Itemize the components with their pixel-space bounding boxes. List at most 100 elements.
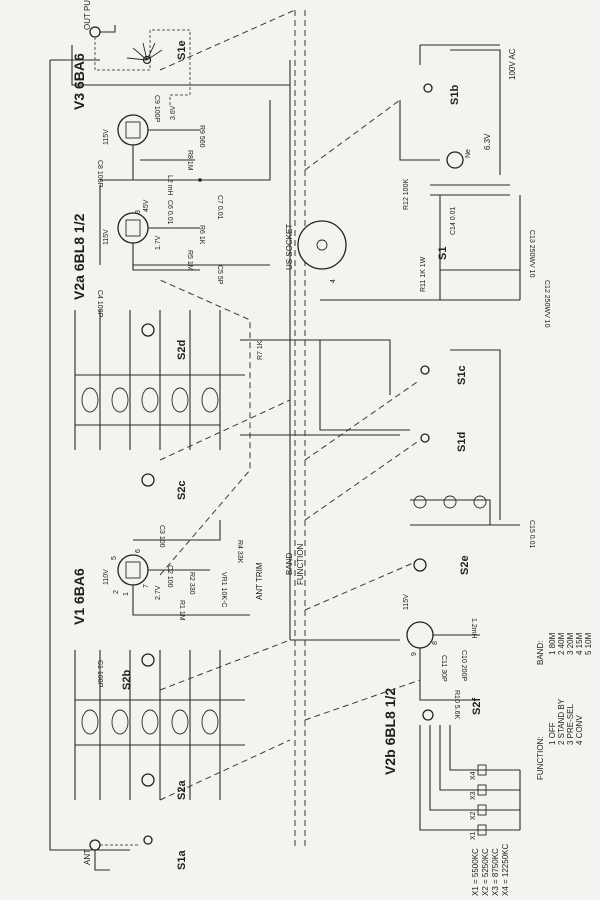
switch-s2f-label: S2f [471,698,483,715]
v2a-stage [99,185,270,271]
legend-function-item: 4 CONV [575,715,584,745]
tube-grid [125,219,141,237]
crystal-value-x4: X4 = 12250KC [501,844,510,896]
pin-3: 3 [135,210,142,214]
wire [100,100,271,181]
switch-s2c-rotor [141,473,155,487]
switch-s1b-label: S1b [449,85,461,105]
switch-s2e-rotor [413,558,427,572]
coil [201,709,219,735]
label-c8: C8 100P [96,160,103,188]
wire [100,25,116,33]
switch-s1d-label: S1d [456,432,468,452]
pin-9: 9 [411,652,418,656]
linkage-s1a [159,739,291,801]
wire [410,499,520,526]
tube-v3 [117,114,149,146]
legend-function-item: 1 OFF [548,722,557,745]
switch-s1a-rotor [143,835,153,845]
coil [111,387,129,413]
switch-s2d-rotor [141,323,155,337]
switch-s2b-rotor [141,653,155,667]
label-r10: R10 5.6K [453,690,460,720]
legend-band-item: 3 20M [566,632,575,655]
linkage-s2c [159,399,291,461]
pin-1: 1 [123,592,130,596]
label-c13: C13 250WV 10 [528,230,535,278]
antenna-section [89,835,153,871]
linkage-s2a [159,639,291,691]
wire [419,634,480,701]
crystal-tag-x2: X2 [470,811,477,820]
switch-s2d-label: S2d [176,340,188,360]
pin-8: 8 [432,641,439,645]
legend-function-title: FUNCTION: [536,736,545,780]
coil [141,387,159,413]
label-r9: R9 560 [198,125,205,148]
label-us-socket: US SOCKET [285,224,294,270]
label-r2: R2 330 [188,572,195,595]
label-r12: R12 100K [403,179,410,210]
legend-band-item: 4 15M [575,632,584,655]
crystal-x1 [477,824,487,836]
coil [201,387,219,413]
crystal-value-x3: X3 = 8750KC [491,848,500,896]
neon-lamp [446,151,464,169]
voltage-v2a-grid: 45V [143,199,150,212]
ac-wires [419,44,501,175]
power-supply [297,44,521,301]
label-c11: C11 30P [440,655,447,682]
label-rectifier: S1 [437,247,449,260]
tube-v3-label: V3 6BA6 [71,53,87,110]
switch-s1c-label: S1c [456,365,468,385]
switch-s2c-label: S2c [176,480,188,500]
junction [198,178,202,182]
label-l1: 1.2mH [470,618,477,639]
crystal-value-x2: X2 = 5250KC [481,848,490,896]
s2e-section [410,495,520,572]
pin-2: 2 [113,590,120,594]
s1c-s1d [240,339,501,520]
label-vr1: VR1 10K-C [220,572,227,607]
label-c3: C3 100 [158,525,165,548]
switch-s1e-label: S1e [176,40,188,60]
coil-bank-lower [74,650,245,800]
label-r1: R1 1M [178,600,185,621]
switch-s1b-rotor [423,83,433,93]
transformer-core [430,184,510,196]
switch-s2a-rotor [141,773,155,787]
crystal-value-x1: X1 = 5500KC [471,848,480,896]
voltage-v3-cathode: 3.6V [170,105,177,120]
coil [81,709,99,735]
coil-wires [74,310,221,450]
output-bus [71,45,291,640]
legend-band-item: 5 10M [584,632,593,655]
label-heater: 6.3V [483,133,492,150]
voltage-v2a-cathode: 1.7V [155,235,162,250]
main-wiring [49,45,400,851]
tube-v1-label: V1 6BA6 [71,568,87,625]
control-function: FUNCTION [296,543,305,585]
label-c15: C15 0.01 [528,520,535,549]
tube-v2a [117,212,149,244]
crystal-tag-x4: X4 [470,771,477,780]
ground-wire [94,850,110,871]
wire [399,100,440,161]
switch-contacts [126,42,163,61]
label-neon: Ne [465,149,472,158]
socket-key [316,239,328,251]
coil [413,495,427,509]
coil [171,709,189,735]
voltage-v1-cathode: 2.7V [155,585,162,600]
coil-bank-upper [74,310,245,487]
crystal-x2 [477,804,487,816]
switch-linkages [159,9,421,850]
antenna-label: ANT [83,849,92,865]
switch-s1d-rotor [420,433,430,443]
coil-buses [75,374,245,426]
ac-power-label: 100V AC [508,48,517,80]
label-c12: C12 250WV 10 [543,280,550,328]
label-c7: C7 0.01 [216,195,223,220]
